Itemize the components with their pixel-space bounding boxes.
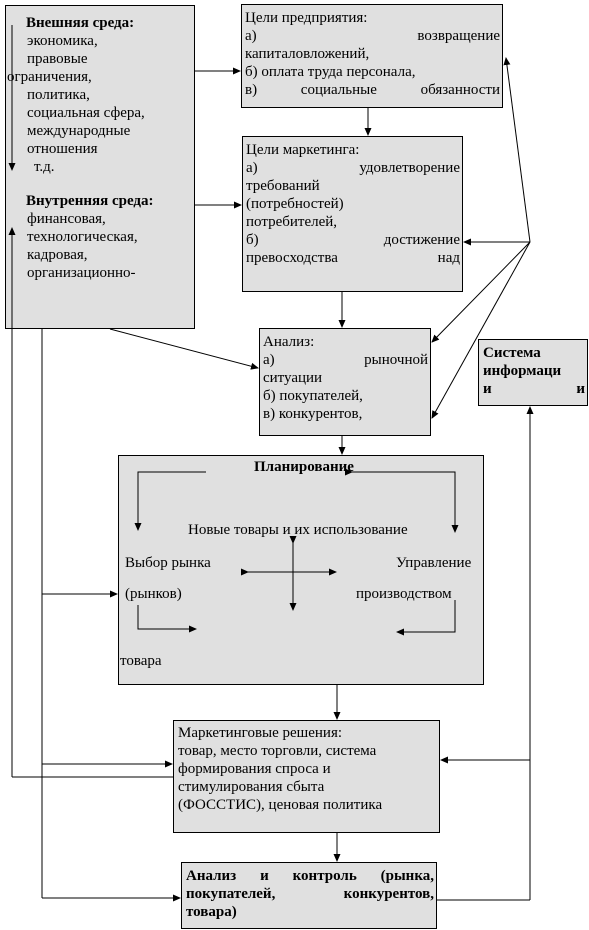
info-system-line: и и (483, 381, 585, 397)
internal-item: кадровая, (27, 247, 88, 263)
goods-label: товара (120, 653, 162, 669)
marketing-decisions-box: Маркетинговые решения: товар, место торг… (173, 720, 440, 833)
external-item: т.д. (34, 159, 55, 175)
control-line: товара) (186, 904, 237, 920)
enterprise-goals-title: Цели предприятия: (245, 10, 368, 26)
internal-item: финансовая, (27, 211, 106, 227)
markets-label: (рынков) (125, 586, 182, 602)
control-line: Анализ и контроль (рынка, (186, 868, 434, 884)
external-item: ограничения, (7, 69, 92, 85)
analysis-title: Анализ: (263, 334, 315, 350)
arrow-env-to-analysis (109, 328, 259, 370)
marketing-goals-title: Цели маркетинга: (246, 142, 360, 158)
marketing-goal-line: а) удовлетворение (246, 160, 460, 176)
analysis-line: а) рыночной (263, 352, 428, 368)
internal-environment-title: Внутренняя среда: (26, 193, 154, 209)
external-item: отношения (27, 141, 98, 157)
external-item: политика, (27, 87, 90, 103)
info-system-line: информаци (483, 363, 562, 379)
enterprise-goal-line: б) оплата труда персонала, (245, 64, 416, 80)
control-line: покупателей, конкурентов, (186, 886, 434, 902)
external-item: правовые (27, 51, 88, 67)
decision-line: товар, место торговли, система (178, 743, 377, 759)
planning-title: Планирование (254, 459, 354, 475)
analysis-control-box: Анализ и контроль (рынка, покупателей, к… (181, 862, 437, 929)
decision-line: стимулирования сбыта (178, 779, 325, 795)
decision-line: формирования спроса и (178, 761, 331, 777)
decision-line: (ФОССТИС), ценовая политика (178, 797, 383, 813)
external-environment-title: Внешняя среда: (26, 15, 135, 31)
enterprise-goal-line: в) социальные обязанности (245, 82, 500, 98)
external-item: социальная сфера, (27, 105, 145, 121)
marketing-goal-line: потребителей, (246, 214, 338, 230)
management-label: Управление (396, 555, 472, 571)
marketing-goal-line: (потребностей) (246, 196, 344, 212)
marketing-goal-line: б) достижение (246, 232, 460, 248)
analysis-line: ситуации (263, 370, 323, 386)
internal-item: организационно- (27, 265, 136, 281)
market-choice-label: Выбор рынка (125, 555, 211, 571)
enterprise-goals-box: Цели предприятия: а) возвращение капитал… (241, 4, 503, 108)
marketing-goal-line: требований (246, 178, 320, 194)
information-system-box: Система информаци и и (478, 339, 588, 406)
marketing-goals-box: Цели маркетинга: а) удовлетворение требо… (242, 136, 463, 292)
environment-box: Внешняя среда: экономика, правовые огран… (5, 5, 195, 329)
analysis-line: б) покупателей, (263, 388, 363, 404)
external-item: международные (27, 123, 131, 139)
enterprise-goal-line: а) возвращение (245, 28, 500, 44)
analysis-box: Анализ: а) рыночной ситуации б) покупате… (259, 328, 431, 436)
feedback-line (503, 57, 531, 243)
external-item: экономика, (27, 33, 98, 49)
production-label: производством (356, 586, 452, 602)
new-products-label: Новые товары и их использование (188, 522, 408, 538)
analysis-line: в) конкурентов, (263, 406, 363, 422)
enterprise-goal-line: капиталовложений, (245, 46, 370, 62)
marketing-goal-line: превосходства над (246, 250, 460, 266)
internal-item: технологическая, (27, 229, 138, 245)
info-system-line: Система (483, 345, 541, 361)
decision-line: Маркетинговые решения: (178, 725, 343, 741)
